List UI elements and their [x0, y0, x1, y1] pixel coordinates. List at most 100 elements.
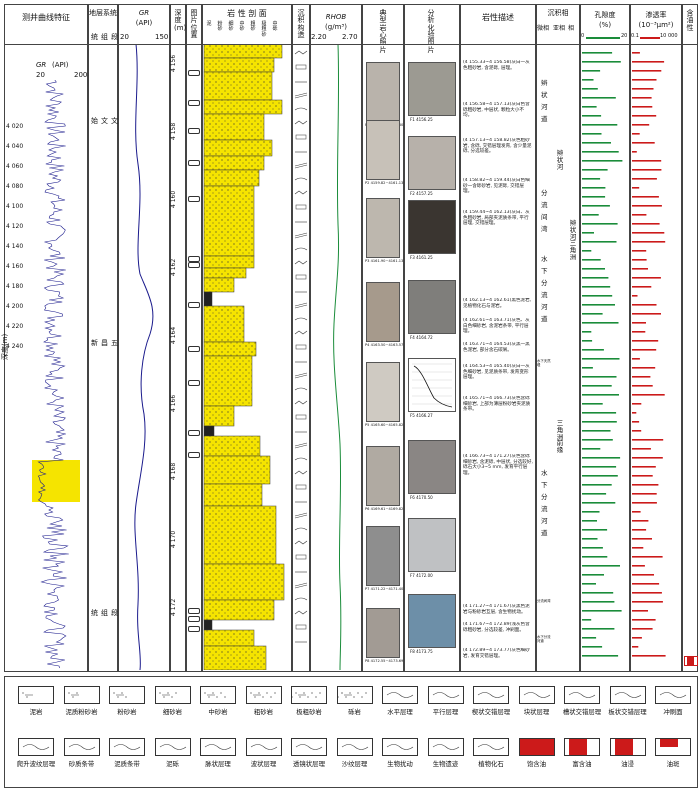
- porosity-bar: [582, 421, 617, 423]
- perm-bar: [632, 403, 642, 405]
- sed-symbol: [295, 414, 307, 420]
- description-text: (4 155.33~4 156.58)灰白一灰色粗砂岩, 含泥砾, 层理。: [463, 60, 530, 71]
- perm-bar: [632, 628, 653, 630]
- litho-layer: [203, 341, 257, 357]
- legend-swatch: [655, 738, 691, 756]
- legend-item: 槽状交错层理: [560, 686, 604, 722]
- legend-item: 富含油: [560, 738, 604, 774]
- legend-item: 油浸: [606, 738, 650, 774]
- legend-label: 细砂岩: [162, 708, 183, 716]
- description-text: (4 162.61~4 163.71)灰色、灰白色细砂岩, 含泥岩条带, 平行层…: [463, 318, 530, 334]
- porosity-bar: [582, 88, 598, 90]
- sed-symbol: [295, 554, 307, 560]
- porosity-bar: [582, 223, 618, 225]
- porosity-bar: [582, 583, 596, 585]
- porosity-bar: [582, 277, 609, 279]
- legend-label: 生物扰动: [387, 760, 413, 768]
- legend-swatch: [609, 738, 646, 756]
- sed-symbol: [294, 92, 308, 99]
- description-text: (4 157.13~4 158.82)灰色粗砂岩, 含砾, 交错层理发育, 含少…: [463, 138, 532, 154]
- core-caption: P6 4169.61~4169.82: [365, 507, 404, 511]
- lab-photo-header: 分析化验图片: [427, 9, 435, 54]
- sed-symbol: [294, 512, 308, 519]
- legend-label: 波状层理: [250, 760, 277, 768]
- core-photo-header: 典型岩心照片: [379, 9, 387, 54]
- porosity-bar: [582, 142, 611, 144]
- porosity-bar: [582, 133, 602, 135]
- porosity-bar: [582, 385, 612, 387]
- legend-swatch: [200, 738, 236, 756]
- strata-zu-3: 组: [101, 609, 108, 617]
- porosity-bars: [582, 52, 623, 657]
- legend-swatch: [154, 686, 191, 704]
- legend-label: 楔状交错层理: [471, 708, 511, 716]
- left-log-track: [4, 4, 88, 672]
- perm-bar: [632, 160, 662, 162]
- perm-bar: [632, 169, 662, 171]
- depth-label: 4 166: [170, 394, 177, 412]
- porosity-bar: [582, 430, 611, 432]
- lab-caption: F1 4156.25: [410, 117, 433, 122]
- legend-item: 饱含油: [515, 738, 559, 774]
- porosity-bar: [582, 268, 605, 270]
- litho-layer: [203, 455, 271, 485]
- perm-bar: [632, 322, 646, 324]
- depth-label: 4 162: [170, 258, 177, 276]
- lithology-column: [202, 4, 292, 672]
- strata-system-header: 地层系统: [89, 9, 117, 17]
- perm-bar: [632, 187, 640, 189]
- sed-symbol: [295, 624, 307, 630]
- perm-bar: [632, 457, 663, 459]
- litho-layer: [203, 505, 277, 565]
- legend-swatch: [291, 686, 327, 704]
- perm-scale-bar: [640, 37, 660, 39]
- legend-swatch: [564, 738, 600, 756]
- porosity-bar: [582, 475, 618, 477]
- perm-bar: [632, 493, 657, 495]
- facies-micro: 河: [541, 517, 548, 525]
- litho-layer: [203, 99, 283, 115]
- gr-unit: (API): [135, 19, 153, 27]
- lab-caption: F2 4157.25: [410, 191, 433, 196]
- porosity-bar: [582, 205, 610, 207]
- perm-bar: [632, 592, 662, 594]
- left-gr-line: [37, 80, 69, 669]
- porosity-bar: [582, 520, 597, 522]
- legend-label: 爬升波纹层理: [16, 760, 56, 768]
- legend-label: 沙纹层理: [341, 760, 368, 768]
- porosity-bar: [582, 619, 592, 621]
- left-depth-label: 4 020: [6, 123, 24, 130]
- porosity-bar: [582, 106, 597, 108]
- legend-label: 砾岩: [348, 708, 361, 716]
- litho-layer: [203, 405, 235, 427]
- porosity-bar: [582, 439, 613, 441]
- legend-item: 泥岩: [14, 686, 58, 722]
- litho-layer: [203, 645, 267, 670]
- perm-bar: [632, 574, 654, 576]
- perm-bar: [632, 70, 662, 72]
- sed-symbol: [294, 387, 308, 391]
- legend-item: 粉砂岩: [105, 686, 149, 722]
- legend-item: 泥砾: [151, 738, 195, 774]
- depth-label: 4 168: [170, 462, 177, 480]
- photo-mark: [188, 256, 200, 262]
- perm-bar: [632, 394, 665, 396]
- perm-bar: [632, 349, 657, 351]
- legend-swatch: [245, 738, 282, 756]
- depth-label: 4 160: [170, 190, 177, 208]
- strata-duan-2: 五: [111, 339, 118, 347]
- legend-item: 砾岩: [333, 686, 377, 722]
- left-depth-label: 4 240: [6, 343, 24, 350]
- porosity-bar: [582, 394, 619, 396]
- facies-sub-main: 相: [568, 25, 575, 32]
- perm-bar: [632, 583, 660, 585]
- depth-label: 4 172: [170, 598, 177, 616]
- litho-layer: [203, 435, 261, 457]
- legend-item: 油斑: [651, 738, 695, 774]
- left-scale-max: 200: [74, 71, 88, 79]
- sed-symbol: [294, 317, 308, 321]
- left-depth-label: 4 040: [6, 143, 24, 150]
- facies-micro: 流: [541, 291, 548, 299]
- litho-layer: [203, 563, 285, 601]
- perm-bar: [632, 439, 664, 441]
